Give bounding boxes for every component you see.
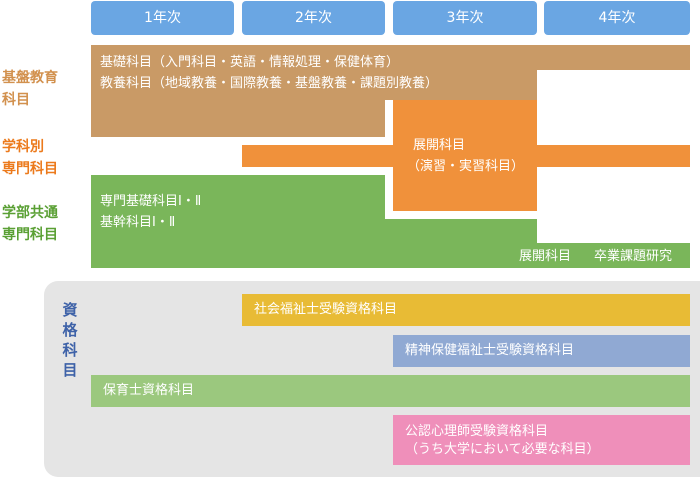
shikaku-title-char1: 資 xyxy=(62,301,78,319)
tenkai-text: 展開科目 （演習・実習科目） xyxy=(407,135,524,177)
kiban-text: 基礎科目（入門科目・英語・情報処理・保健体育） 教養科目（地域教養・国際教養・基… xyxy=(100,52,438,94)
tenkai-line2: （演習・実習科目） xyxy=(407,159,525,174)
gakubu-tenkai: 展開科目 xyxy=(519,249,572,264)
tenkai-line1: 展開科目 xyxy=(413,138,466,153)
kiban-shape xyxy=(91,45,690,137)
category-gakka-line1: 学科別 xyxy=(2,139,44,155)
gakubu-kikan: 基幹科目Ⅰ・Ⅱ xyxy=(100,215,176,230)
category-kiban-line2: 科目 xyxy=(2,92,30,108)
kounin-line1: 公認心理師受験資格科目 xyxy=(405,424,549,439)
gakubu-text: 専門基礎科目Ⅰ・Ⅱ 基幹科目Ⅰ・Ⅱ xyxy=(100,191,201,233)
shakai-bar: 社会福祉士受験資格科目 xyxy=(242,294,690,326)
year-3: 3年次 xyxy=(393,1,537,35)
seishin-bar: 精神保健福祉士受験資格科目 xyxy=(393,335,690,367)
category-gakubu-line2: 専門科目 xyxy=(2,227,58,243)
shikaku-title-char4: 目 xyxy=(62,361,78,379)
shikaku-title-char2: 格 xyxy=(62,321,78,339)
kounin-line2: （うち大学において必要な科目） xyxy=(405,442,600,457)
shikaku-title-char3: 科 xyxy=(62,341,78,359)
year-4: 4年次 xyxy=(544,1,690,35)
kiban-kiso: 基礎科目（入門科目・英語・情報処理・保健体育） xyxy=(100,55,400,70)
category-kiban-label: 基盤教育 科目 xyxy=(2,67,58,111)
gakubu-senmon-kiso: 専門基礎科目Ⅰ・Ⅱ xyxy=(100,194,202,209)
kiban-kyoyo: 教養科目（地域教養・国際教養・基盤教養・課題別教養） xyxy=(100,76,439,91)
category-gakka-label: 学科別 専門科目 xyxy=(2,136,58,180)
gakubu-sotsugyo: 卒業課題研究 xyxy=(594,249,673,264)
year-1: 1年次 xyxy=(91,1,234,35)
category-gakubu-line1: 学部共通 xyxy=(2,205,58,221)
category-gakubu-label: 学部共通 専門科目 xyxy=(2,202,58,246)
category-gakka-line2: 専門科目 xyxy=(2,161,58,177)
kounin-bar: 公認心理師受験資格科目 （うち大学において必要な科目） xyxy=(393,415,690,465)
hoiku-bar: 保育士資格科目 xyxy=(91,375,690,407)
shikaku-title: 資 格 科 目 xyxy=(60,300,80,380)
category-kiban-line1: 基盤教育 xyxy=(2,70,58,86)
gakka-shape xyxy=(242,100,690,211)
year-2: 2年次 xyxy=(242,1,385,35)
gakubu-shape xyxy=(91,175,690,268)
